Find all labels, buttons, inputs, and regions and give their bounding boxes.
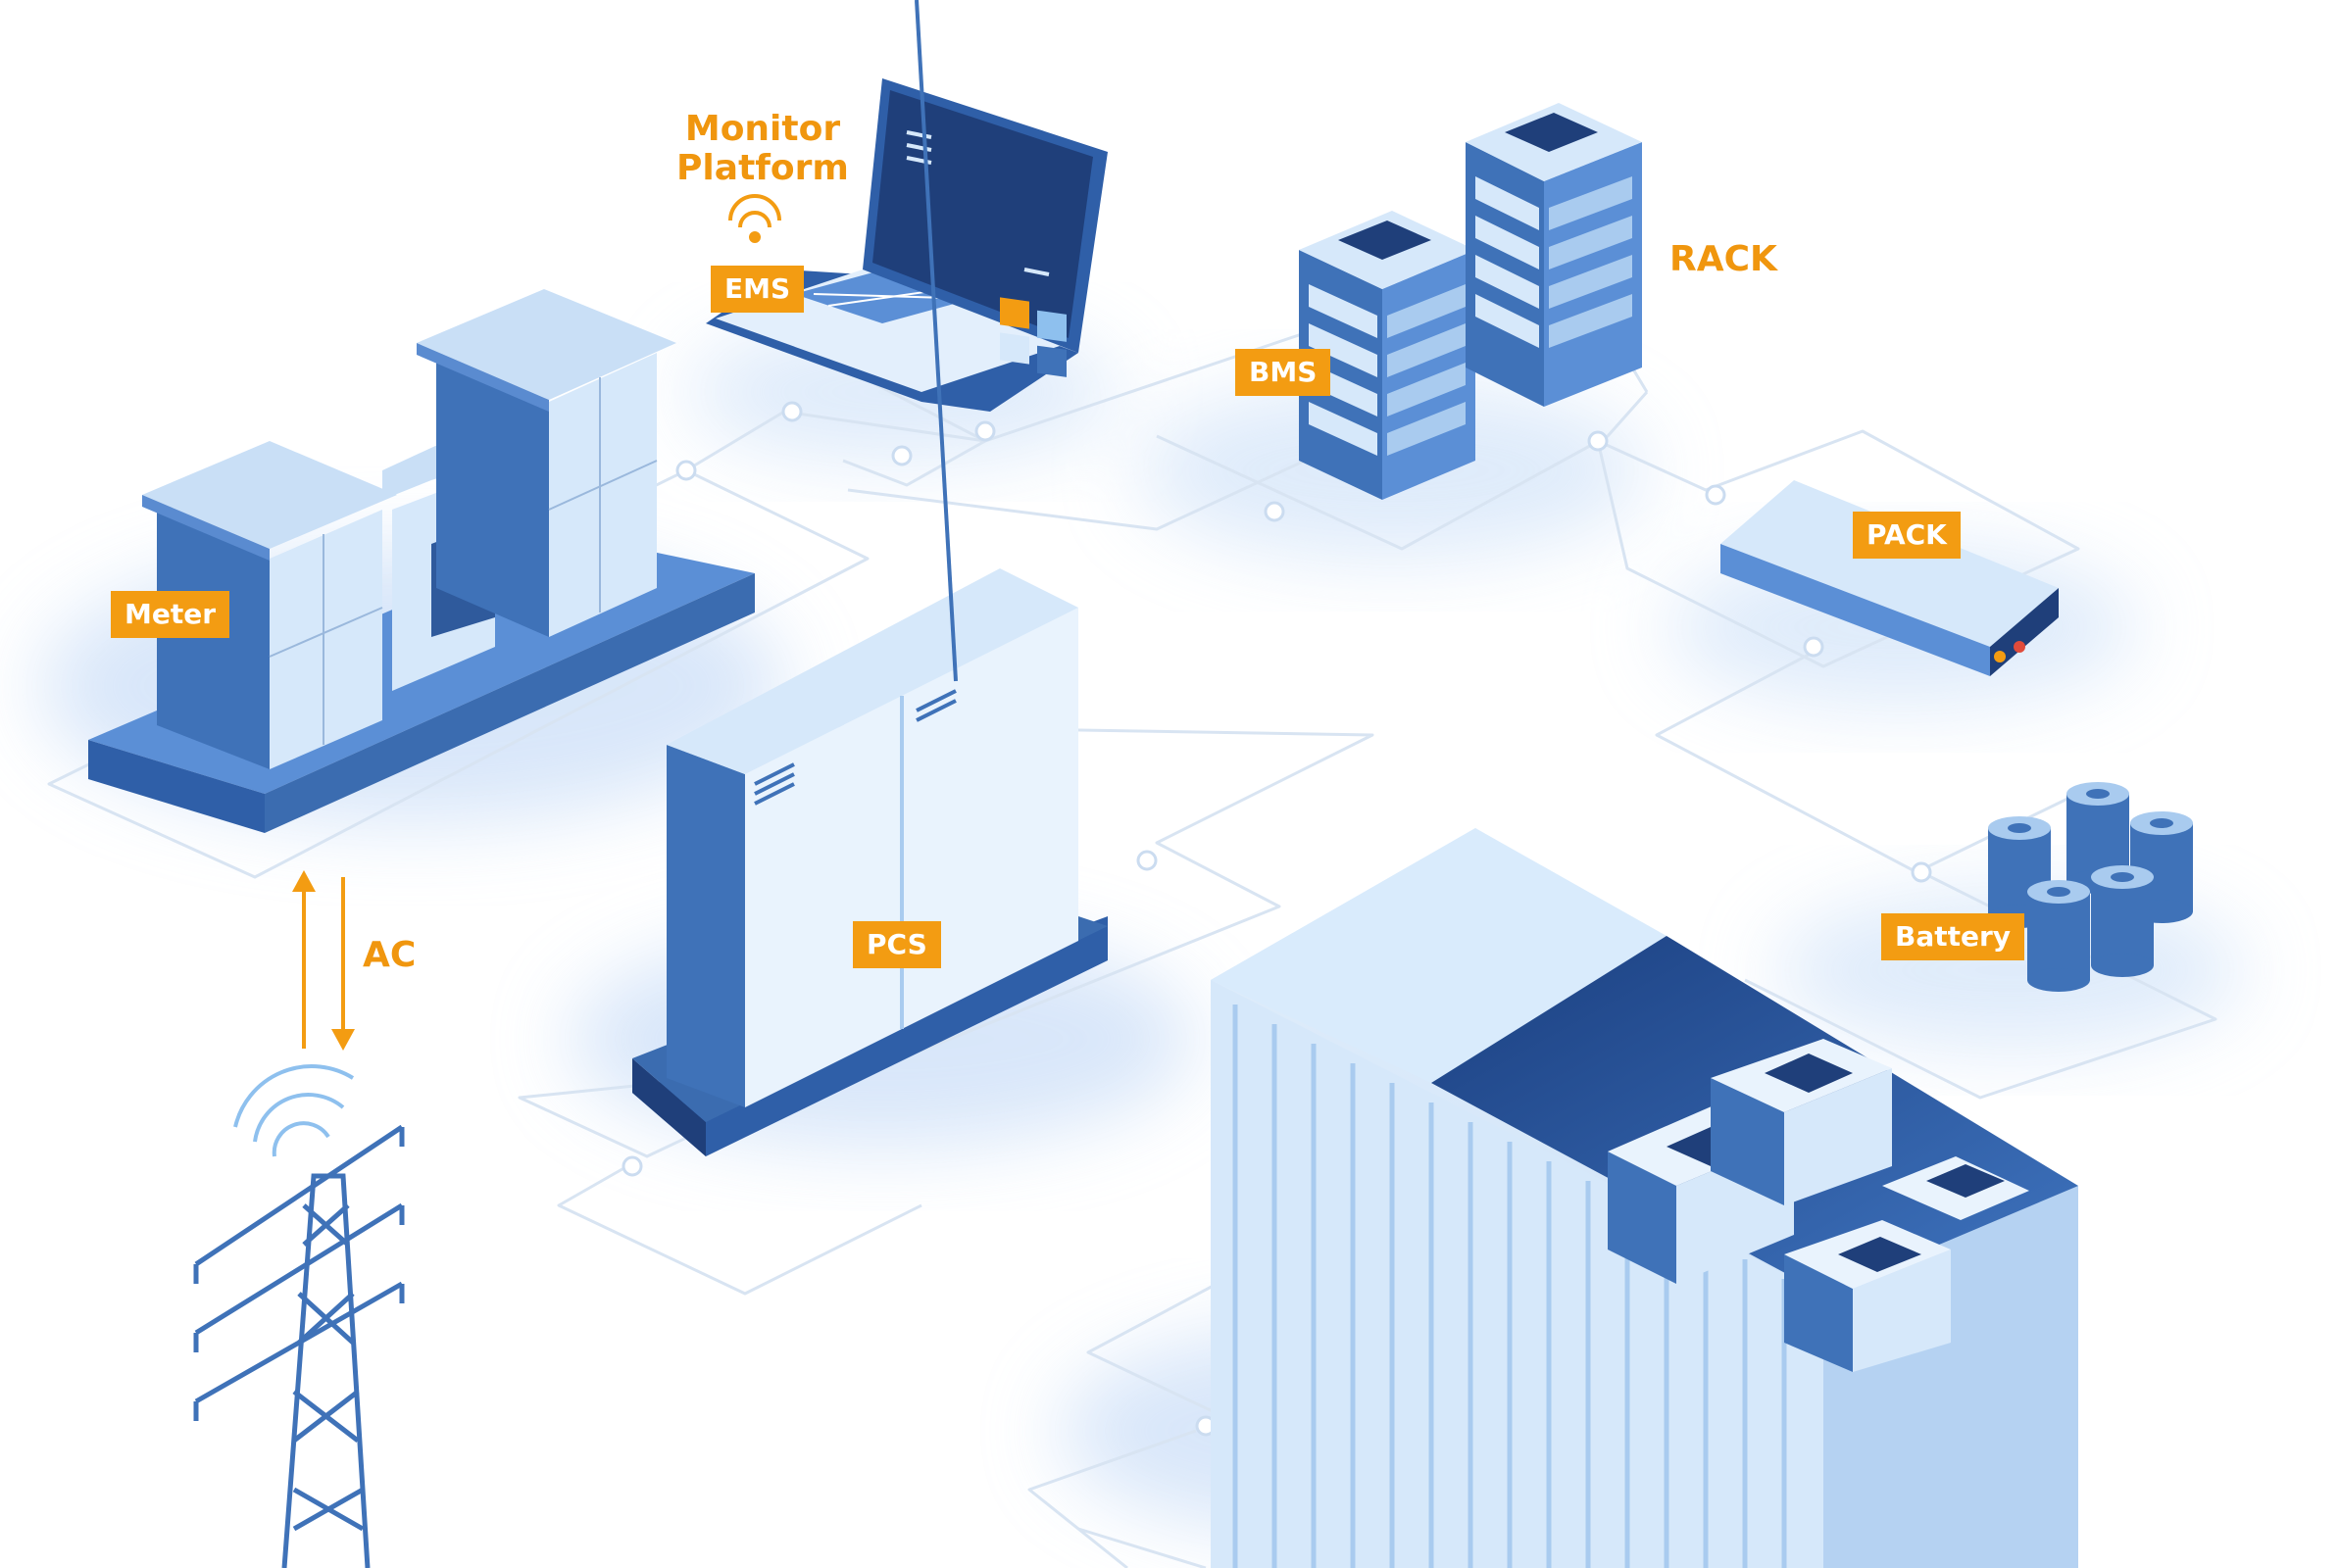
connection-nodes bbox=[622, 401, 1932, 1437]
ac-label: AC bbox=[363, 935, 417, 975]
server-rack-icon bbox=[1466, 103, 1642, 407]
storage-container-icon bbox=[1211, 828, 2078, 1568]
bidirectional-arrow-icon bbox=[292, 870, 355, 1051]
pack-label: PACK bbox=[1853, 512, 1961, 559]
meter-label: Meter bbox=[111, 591, 230, 638]
substation-icon bbox=[88, 289, 755, 833]
monitor-platform-line1: Monitor bbox=[684, 109, 841, 149]
ems-label: EMS bbox=[711, 266, 805, 313]
battery-pack-icon bbox=[1720, 480, 2059, 676]
wifi-icon bbox=[728, 194, 781, 243]
cabinet-icon bbox=[632, 0, 1108, 1156]
bms-label: BMS bbox=[1235, 349, 1331, 396]
pcs-label: PCS bbox=[853, 921, 941, 968]
monitor-platform-title: Monitor Platform bbox=[674, 110, 851, 188]
monitor-platform-line2: Platform bbox=[676, 148, 849, 188]
rack-label: RACK bbox=[1669, 239, 1777, 279]
server-icon bbox=[1299, 211, 1475, 500]
battery-label: Battery bbox=[1881, 913, 2025, 960]
battery-cells-icon bbox=[1988, 782, 2193, 992]
transmission-tower-icon bbox=[193, 1064, 405, 1568]
